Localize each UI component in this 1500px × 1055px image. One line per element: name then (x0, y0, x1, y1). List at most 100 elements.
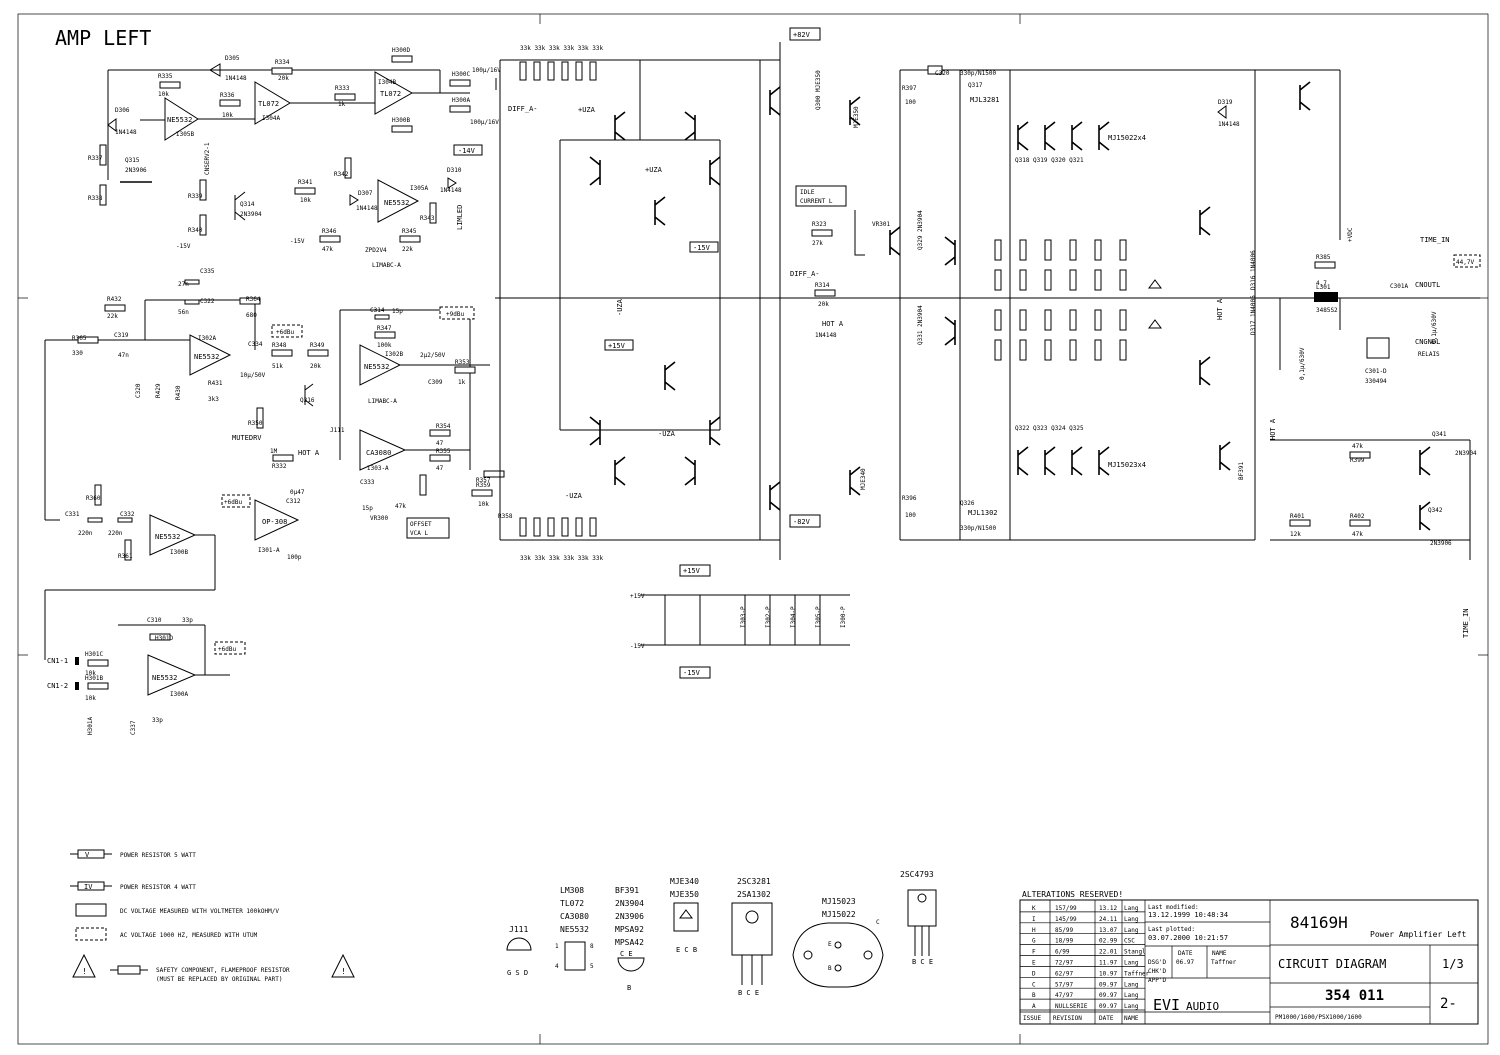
svg-text:NAME: NAME (1124, 1015, 1139, 1022)
svg-text:B: B (828, 965, 832, 972)
svg-text:4,7: 4,7 (1316, 280, 1327, 287)
svg-text:C322: C322 (200, 298, 215, 305)
svg-text:-15V: -15V (683, 669, 701, 677)
svg-text:Q316: Q316 (300, 397, 315, 404)
svg-text:ISSUE: ISSUE (1023, 1015, 1041, 1022)
revision-name: Taffner (1124, 970, 1150, 977)
diode-d310 (447, 177, 457, 189)
svg-text:BF391: BF391 (615, 886, 639, 895)
svg-text:-15V: -15V (290, 238, 305, 245)
svg-text:2N3906: 2N3906 (125, 167, 147, 174)
to92-package (617, 957, 645, 972)
opamp-i305a (377, 179, 420, 223)
svg-text:R323: R323 (812, 221, 827, 228)
revision-name: Lang (1124, 927, 1139, 934)
svg-text:H301B: H301B (85, 675, 103, 682)
svg-text:C320: C320 (135, 383, 142, 398)
svg-text:MJ15022: MJ15022 (822, 910, 856, 919)
part-number: 354 011 (1325, 988, 1384, 1004)
svg-text:Q318 Q319 Q320 Q321: Q318 Q319 Q320 Q321 (1015, 157, 1084, 164)
svg-text:100p: 100p (287, 554, 302, 561)
revision-issue: K (1032, 905, 1036, 912)
svg-text:VR300: VR300 (370, 515, 388, 522)
svg-text:Taffner: Taffner (1211, 959, 1237, 966)
svg-text:D317 1N4006: D317 1N4006 (1250, 295, 1257, 335)
svg-text:CHK'D: CHK'D (1148, 968, 1166, 975)
revision-name: Stangl (1124, 949, 1146, 956)
svg-text:NE5532: NE5532 (560, 925, 589, 934)
svg-text:+15V: +15V (630, 593, 645, 600)
svg-text:100µ/16V: 100µ/16V (472, 67, 501, 74)
svg-text:220n: 220n (108, 530, 123, 537)
svg-text:+15V: +15V (683, 567, 701, 575)
sheet-border (17, 13, 1489, 1045)
revision-name: Lang (1124, 960, 1139, 967)
svg-text:56n: 56n (178, 309, 189, 316)
svg-text:CN1-2: CN1-2 (47, 682, 68, 690)
svg-text:I300A: I300A (170, 691, 188, 698)
svg-text:330494: 330494 (1365, 378, 1387, 385)
svg-text:2SC4793: 2SC4793 (900, 870, 934, 879)
revision-revision: 85/99 (1055, 927, 1073, 934)
driver-stage: +82V -82V 33k 33k 33k 33k 33k 33k 33k 33… (499, 27, 901, 562)
svg-text:22k: 22k (107, 313, 118, 320)
svg-text:CA3080: CA3080 (560, 912, 589, 921)
revision-name: Lang (1124, 916, 1139, 923)
svg-text:Q322 Q323 Q324 Q325: Q322 Q323 Q324 Q325 (1015, 425, 1084, 432)
svg-text:R343: R343 (420, 215, 435, 222)
svg-text:27k: 27k (812, 240, 823, 247)
svg-text:C334: C334 (248, 341, 263, 348)
package-drawings: J111 G S D LM308 TL072 CA3080 NE5532 14 … (506, 870, 937, 997)
svg-text:100µ/16V: 100µ/16V (470, 119, 499, 126)
svg-text:R397: R397 (902, 85, 917, 92)
svg-text:C333: C333 (360, 479, 375, 486)
svg-text:Last plotted:: Last plotted: (1148, 926, 1195, 933)
svg-text:OP-308: OP-308 (262, 518, 287, 526)
legend-text-2: POWER RESISTOR 4 WATT (120, 884, 196, 891)
driver-transistors (589, 86, 901, 511)
svg-text:20k: 20k (818, 301, 829, 308)
svg-text:BF391: BF391 (1238, 462, 1245, 480)
legend-text-1: POWER RESISTOR 5 WATT (120, 852, 196, 859)
warning-icon (72, 953, 96, 978)
svg-text:Q331 2N3904: Q331 2N3904 (917, 305, 924, 345)
svg-text:0,1µ/630V: 0,1µ/630V (1299, 347, 1306, 380)
svg-text:+15V: +15V (608, 342, 626, 350)
revision-name: CSC (1124, 938, 1135, 945)
svg-text:33k 33k 33k 33k 33k 33k: 33k 33k 33k 33k 33k 33k (520, 45, 603, 52)
svg-text:Q341: Q341 (1432, 431, 1447, 438)
svg-text:DATE: DATE (1099, 1015, 1114, 1022)
svg-text:+6dBu: +6dBu (218, 646, 236, 653)
svg-text:H300B: H300B (392, 117, 410, 124)
svg-text:22k: 22k (402, 246, 413, 253)
svg-text:3k3: 3k3 (208, 396, 219, 403)
svg-text:D310: D310 (447, 167, 462, 174)
svg-text:D305: D305 (225, 55, 240, 62)
svg-text:I302B: I302B (385, 351, 403, 358)
svg-text:03.07.2000 10:21:57: 03.07.2000 10:21:57 (1148, 934, 1228, 942)
svg-text:DSG'D: DSG'D (1148, 959, 1166, 966)
svg-text:-UZA: -UZA (658, 430, 676, 438)
svg-text:27n: 27n (178, 281, 189, 288)
svg-text:APP'D: APP'D (1148, 977, 1166, 984)
opamp-i300b (149, 514, 197, 556)
svg-text:TIME_IN: TIME_IN (1420, 236, 1450, 244)
svg-text:R355: R355 (436, 448, 451, 455)
svg-text:IDLE: IDLE (800, 189, 815, 196)
svg-text:HOT A: HOT A (1216, 298, 1224, 320)
svg-text:LIMLED: LIMLED (456, 205, 464, 230)
svg-text:2N3904: 2N3904 (615, 899, 644, 908)
dip8-package (564, 941, 586, 971)
svg-text:R357: R357 (476, 477, 491, 484)
svg-text:R430: R430 (175, 385, 182, 400)
svg-text:E: E (828, 941, 832, 948)
svg-text:R334: R334 (275, 59, 290, 66)
svg-text:R431: R431 (208, 380, 223, 387)
svg-text:LIMABC-A: LIMABC-A (372, 262, 401, 269)
svg-text:+6dBu: +6dBu (224, 499, 242, 506)
svg-text:B C E: B C E (738, 989, 759, 997)
sheet-title: AMP LEFT (55, 26, 151, 50)
svg-text:2N3904: 2N3904 (240, 211, 262, 218)
